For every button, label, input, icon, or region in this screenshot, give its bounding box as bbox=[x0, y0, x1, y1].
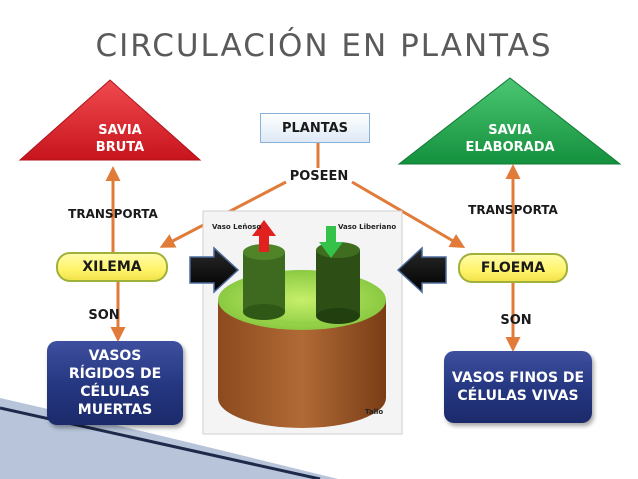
phloem-down-arrow bbox=[319, 226, 343, 258]
stem-illustration bbox=[218, 220, 386, 428]
right-black-arrow bbox=[396, 246, 447, 294]
vasos-finos-line1: VASOS FINOS DE bbox=[451, 370, 585, 386]
left-transporta-label: TRANSPORTA bbox=[68, 207, 158, 221]
savia-bruta-triangle bbox=[18, 79, 202, 161]
tallo-caption: Tallo bbox=[365, 408, 384, 416]
right-son-label: SON bbox=[500, 313, 532, 328]
savia-bruta-line2: BRUTA bbox=[95, 140, 145, 155]
vasos-rigidos-line1: VASOS bbox=[88, 348, 142, 364]
vaso-liberiano-caption: Vaso Liberiano bbox=[338, 223, 397, 231]
xilema-pill: XILEMA bbox=[56, 252, 168, 282]
vasos-finos-line2: CÉLULAS VIVAS bbox=[457, 388, 579, 404]
vasos-finos-box: VASOS FINOS DE CÉLULAS VIVAS bbox=[444, 351, 592, 423]
vaso-lenoso-caption: Vaso Leñoso bbox=[212, 223, 262, 231]
right-transporta-label: TRANSPORTA bbox=[468, 203, 558, 217]
poseen-label: POSEEN bbox=[289, 169, 349, 184]
vasos-rigidos-line3: CÉLULAS bbox=[80, 384, 150, 400]
decorative-line bbox=[0, 406, 321, 479]
savia-elaborada-label: SAVIA ELABORADA bbox=[452, 122, 568, 156]
left-black-arrow bbox=[189, 246, 240, 294]
savia-bruta-line1: SAVIA bbox=[98, 123, 142, 138]
vasos-rigidos-box: VASOS RÍGIDOS DE CÉLULAS MUERTAS bbox=[47, 341, 183, 425]
vasos-rigidos-line4: MUERTAS bbox=[77, 402, 153, 418]
floema-pill: FLOEMA bbox=[458, 253, 568, 283]
left-son-label: SON bbox=[88, 308, 120, 323]
plantas-box: PLANTAS bbox=[260, 113, 370, 143]
savia-elaborada-line1: SAVIA bbox=[488, 123, 532, 138]
savia-elaborada-line2: ELABORADA bbox=[465, 140, 555, 155]
slide-title: CIRCULACIÓN EN PLANTAS bbox=[95, 28, 553, 64]
xylem-up-arrow bbox=[252, 220, 276, 252]
savia-bruta-label: SAVIA BRUTA bbox=[80, 122, 160, 156]
poseen-to-floema-arrow bbox=[351, 180, 466, 249]
vasos-rigidos-line2: RÍGIDOS DE bbox=[68, 366, 162, 382]
